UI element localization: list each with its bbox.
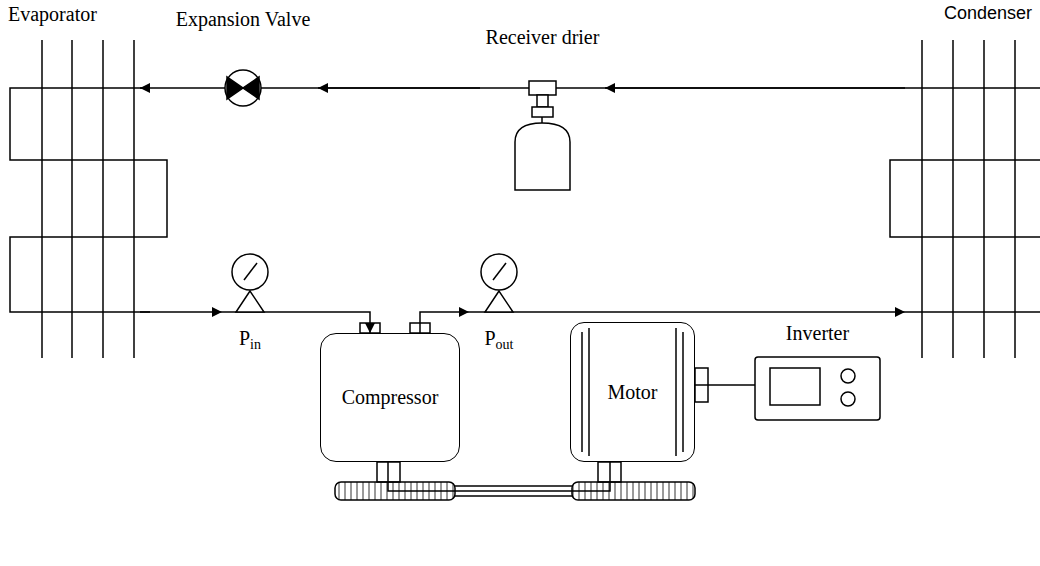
pressure-gauge <box>469 254 529 312</box>
receiver-drier-symbol <box>318 81 905 190</box>
part-label: Condenser <box>944 3 1032 24</box>
part-label: Evaporator <box>8 3 97 26</box>
receiver-drier-symbol-part <box>529 81 556 95</box>
pressure-gauge-part <box>232 254 268 290</box>
refrigerant-pipe <box>529 311 905 313</box>
pressure-gauge <box>222 254 278 312</box>
refrigerant-pipe <box>278 312 370 333</box>
drive-belt <box>388 462 610 491</box>
motor-details-part <box>675 328 677 456</box>
motor-box: Motor <box>570 322 695 462</box>
part-label: Motor <box>608 381 658 404</box>
part-label: Compressor <box>342 386 439 409</box>
pressure-gauge-part <box>493 263 506 280</box>
part-label: Receiver drier <box>486 26 600 49</box>
expansion-valve: Expansion Valve <box>168 8 318 112</box>
refrigerant-pipe <box>140 311 222 313</box>
part-label: Inverter <box>786 322 849 345</box>
inverter-unit-part <box>841 369 855 383</box>
receiver-drier-symbol-part <box>318 87 905 89</box>
evaporator-coil-part <box>10 88 167 312</box>
receiver-drier-symbol-part <box>515 123 570 190</box>
inverter-unit-part <box>770 368 820 405</box>
pressure-gauge-part <box>481 254 517 290</box>
motor-details-part <box>588 328 590 456</box>
refrigerant-pipe <box>318 87 480 89</box>
receiver-drier: Receiver drier <box>480 26 605 196</box>
evaporator: Evaporator <box>5 3 140 360</box>
drive-belt-part <box>455 495 572 497</box>
evaporator-coil <box>10 40 167 358</box>
refrigerant-pipe <box>140 87 168 89</box>
receiver-drier-symbol-part <box>537 95 548 107</box>
condenser: Condenser <box>905 3 1040 360</box>
motor-details-part <box>581 332 583 452</box>
power-cable <box>695 384 755 386</box>
inverter-unit-part <box>755 357 880 420</box>
gauge-label: Pin <box>239 327 261 350</box>
refrigerant-pipe <box>605 87 905 89</box>
motor-details <box>572 328 708 500</box>
expansion-valve-symbol-part <box>227 77 243 99</box>
refrigerant-pipe <box>420 312 469 333</box>
pressure-gauge-part <box>244 263 257 280</box>
compressor-box: Compressor <box>320 333 460 462</box>
drive-belt-part <box>455 485 572 487</box>
motor-details-part <box>682 332 684 452</box>
part-label: Expansion Valve <box>176 8 311 31</box>
inverter: Inverter <box>755 322 880 422</box>
pressure-gauge-part <box>485 291 513 312</box>
receiver-drier-symbol-part <box>532 107 553 117</box>
pressure-gauge-part <box>236 291 264 312</box>
expansion-valve-symbol-part <box>225 70 261 106</box>
expansion-valve-symbol <box>168 70 318 106</box>
pressure-gauge: Pout <box>469 252 529 350</box>
receiver-drier-symbol-part <box>541 117 543 123</box>
gauge-label: Pout <box>484 327 513 350</box>
inverter-unit <box>755 357 880 420</box>
inverter-unit-part <box>841 392 855 406</box>
expansion-valve-symbol-part <box>243 77 259 99</box>
compressor-fittings <box>335 323 455 500</box>
condenser-coil <box>890 40 1040 358</box>
pressure-gauge: Pin <box>222 252 278 350</box>
condenser-coil-part <box>890 88 1040 312</box>
